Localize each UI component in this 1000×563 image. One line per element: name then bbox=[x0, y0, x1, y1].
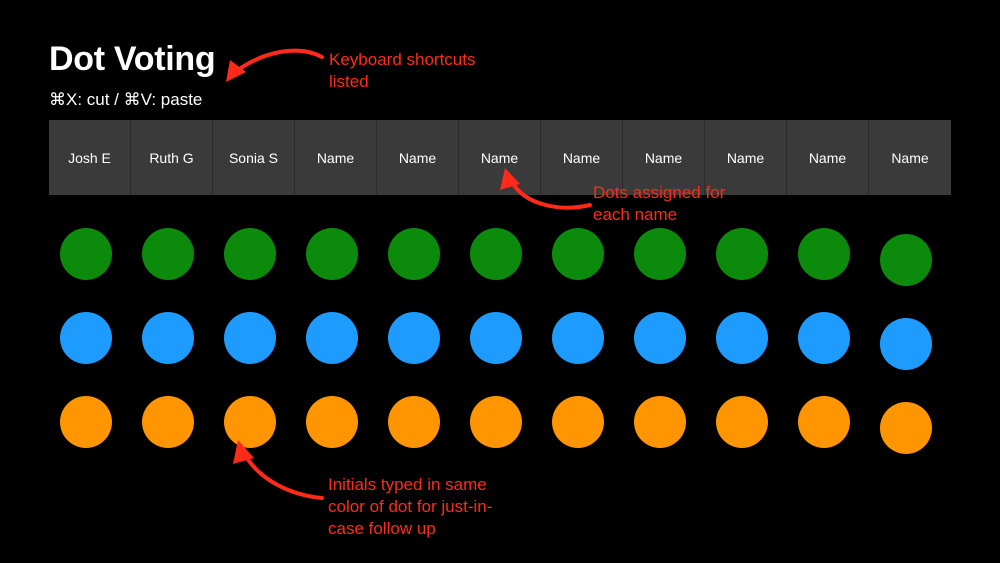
name-header-row: Josh E Ruth G Sonia S Name Name Name Nam… bbox=[49, 120, 951, 195]
header-cell[interactable]: Name bbox=[705, 120, 787, 195]
header-cell[interactable]: Name bbox=[295, 120, 377, 195]
green-row-dot[interactable] bbox=[60, 228, 112, 280]
blue-row-dot[interactable] bbox=[306, 312, 358, 364]
arrowhead-icon bbox=[226, 60, 246, 82]
orange-row-dot[interactable] bbox=[470, 396, 522, 448]
slide-title: Dot Voting bbox=[49, 40, 216, 78]
green-row-dot[interactable] bbox=[142, 228, 194, 280]
green-row-dot[interactable] bbox=[634, 228, 686, 280]
annotation-dots-assigned: Dots assigned for each name bbox=[593, 183, 726, 224]
green-row-dot[interactable] bbox=[716, 228, 768, 280]
arrow-to-dot-icon bbox=[243, 453, 324, 500]
green-row-dot[interactable] bbox=[552, 228, 604, 280]
green-row-dot[interactable] bbox=[306, 228, 358, 280]
annotation-initials: Initials typed in same color of dot for … bbox=[328, 475, 493, 538]
header-cell[interactable]: Sonia S bbox=[213, 120, 295, 195]
blue-row-dot[interactable] bbox=[60, 312, 112, 364]
header-cell[interactable]: Name bbox=[377, 120, 459, 195]
blue-row-dot[interactable] bbox=[142, 312, 194, 364]
blue-row-dot[interactable] bbox=[388, 312, 440, 364]
blue-row-dot[interactable] bbox=[798, 312, 850, 364]
orange-row-dot[interactable] bbox=[798, 396, 850, 448]
arrowhead-icon bbox=[500, 168, 520, 190]
orange-row-dot[interactable] bbox=[142, 396, 194, 448]
blue-row-dot[interactable] bbox=[470, 312, 522, 364]
orange-row-dot[interactable] bbox=[634, 396, 686, 448]
shortcut-subtitle: ⌘X: cut / ⌘V: paste bbox=[49, 90, 203, 109]
annotation-keyboard-shortcuts: Keyboard shortcuts listed bbox=[329, 50, 476, 91]
blue-row-dot[interactable] bbox=[716, 312, 768, 364]
green-row-dot[interactable] bbox=[798, 228, 850, 280]
orange-row-dot[interactable] bbox=[880, 402, 932, 454]
orange-row-dot[interactable] bbox=[388, 396, 440, 448]
arrowhead-icon bbox=[233, 440, 254, 464]
orange-row-dot[interactable] bbox=[60, 396, 112, 448]
header-cell[interactable]: Name bbox=[787, 120, 869, 195]
arrow-to-header-icon bbox=[510, 180, 592, 210]
orange-row-dot[interactable] bbox=[552, 396, 604, 448]
header-cell[interactable]: Ruth G bbox=[131, 120, 213, 195]
blue-row-dot[interactable] bbox=[224, 312, 276, 364]
blue-row-dot[interactable] bbox=[634, 312, 686, 364]
header-cell[interactable]: Name bbox=[623, 120, 705, 195]
header-cell[interactable]: Name bbox=[459, 120, 541, 195]
green-row-dot[interactable] bbox=[224, 228, 276, 280]
orange-row-dot[interactable] bbox=[224, 396, 276, 448]
green-row-dot[interactable] bbox=[470, 228, 522, 280]
green-row-dot[interactable] bbox=[388, 228, 440, 280]
blue-row-dot[interactable] bbox=[880, 318, 932, 370]
header-cell[interactable]: Name bbox=[541, 120, 623, 195]
arrow-to-title-icon bbox=[233, 48, 324, 74]
header-cell[interactable]: Josh E bbox=[49, 120, 131, 195]
blue-row-dot[interactable] bbox=[552, 312, 604, 364]
header-cell[interactable]: Name bbox=[891, 149, 929, 166]
green-row-dot[interactable] bbox=[880, 234, 932, 286]
orange-row-dot[interactable] bbox=[716, 396, 768, 448]
orange-row-dot[interactable] bbox=[306, 396, 358, 448]
